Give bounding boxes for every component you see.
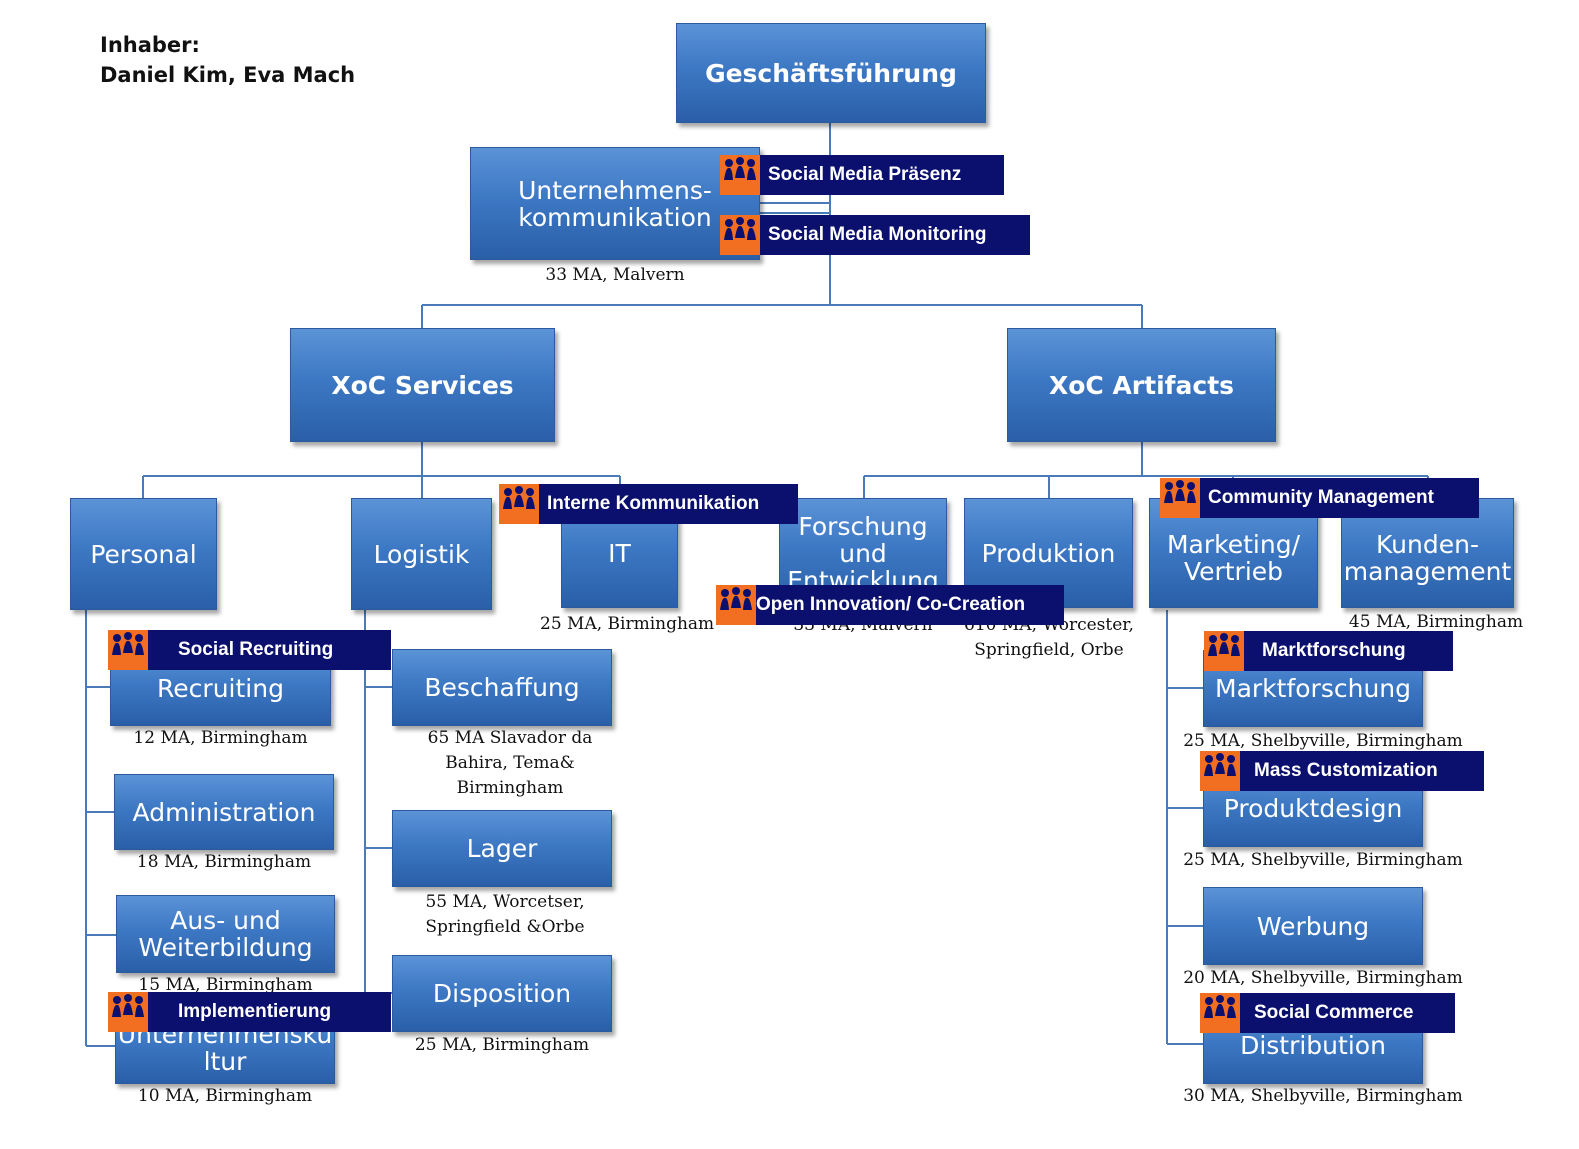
owner-label: Inhaber:: [100, 33, 200, 57]
box-xoc-artifacts-label: XoC Artifacts: [1048, 370, 1235, 400]
box-beschaffung[interactable]: Beschaffung: [392, 649, 612, 726]
box-unternehmenskommunikation-label: Unternehmens- kommunikation: [518, 175, 712, 232]
caption-disposition: 25 MA, Birmingham: [414, 1035, 590, 1055]
people-group-icon: [1200, 751, 1240, 791]
caption-unternehmenskultur: 10 MA, Birmingham: [137, 1086, 313, 1106]
people-group-icon: [720, 155, 760, 195]
people-group-icon: [108, 630, 148, 670]
caption-produktdesign: 25 MA, Shelbyville, Birmingham: [1183, 850, 1463, 870]
box-disposition[interactable]: Disposition: [392, 955, 612, 1032]
box-lager[interactable]: Lager: [392, 810, 612, 887]
caption-aus-weiterbildung: 15 MA, Birmingham: [138, 975, 313, 995]
caption-kundenmanagement: 45 MA, Birmingham: [1348, 612, 1524, 632]
box-lager-label: Lager: [466, 834, 538, 863]
tag-social-media-praesenz[interactable]: Social Media Präsenz: [720, 155, 1004, 195]
box-logistik-label: Logistik: [373, 539, 470, 569]
tag-marktforschung[interactable]: Marktforschung: [1204, 631, 1453, 671]
tag-marktforschung-label: Marktforschung: [1262, 640, 1406, 661]
caption-administration: 18 MA, Birmingham: [136, 852, 312, 872]
box-it-label: IT: [608, 538, 631, 568]
box-recruiting-label: Recruiting: [157, 673, 284, 703]
box-logistik[interactable]: Logistik: [351, 498, 492, 610]
box-xoc-services-label: XoC Services: [331, 370, 514, 400]
box-administration[interactable]: Administration: [114, 774, 334, 850]
tag-community-management[interactable]: Community Management: [1160, 478, 1479, 518]
caption-it: 25 MA, Birmingham: [540, 614, 715, 634]
box-werbung-label: Werbung: [1256, 911, 1370, 941]
tag-community-management-label: Community Management: [1208, 487, 1434, 508]
owner-names: Daniel Kim, Eva Mach: [100, 63, 356, 87]
box-werbung[interactable]: Werbung: [1203, 887, 1423, 965]
box-unternehmenskommunikation[interactable]: Unternehmens- kommunikation: [470, 147, 760, 260]
people-group-icon: [1200, 993, 1240, 1033]
caption-unternehmenskommunikation: 33 MA, Malvern: [545, 265, 685, 285]
caption-lager: 55 MA, Worcetser, Springfield &Orbe: [425, 892, 585, 937]
caption-beschaffung: 65 MA Slavador da Bahira, Tema& Birmingh…: [427, 728, 593, 798]
box-xoc-artifacts[interactable]: XoC Artifacts: [1007, 328, 1276, 442]
box-administration-label: Administration: [132, 797, 316, 827]
box-marketing-vertrieb-label: Marketing/ Vertrieb: [1166, 530, 1301, 586]
box-distribution-label: Distribution: [1240, 1030, 1386, 1060]
tag-open-innovation[interactable]: Open Innovation/ Co-Creation: [716, 585, 1064, 625]
box-geschaeftsfuehrung-label: Geschäftsführung: [705, 58, 957, 88]
caption-werbung: 20 MA, Shelbyville, Birmingham: [1183, 968, 1463, 988]
caption-distribution: 30 MA, Shelbyville, Birmingham: [1183, 1086, 1463, 1106]
people-group-icon: [720, 215, 760, 255]
owner-info: Inhaber: Daniel Kim, Eva Mach: [100, 30, 355, 90]
tag-implementierung-label: Implementierung: [178, 1001, 332, 1022]
box-aus-weiterbildung-label: Aus- und Weiterbildung: [138, 906, 313, 962]
box-produktdesign-label: Produktdesign: [1223, 794, 1403, 823]
caption-marktforschung: 25 MA, Shelbyville, Birmingham: [1183, 731, 1463, 751]
tag-social-recruiting[interactable]: Social Recruiting: [108, 630, 391, 670]
people-group-icon: [499, 484, 539, 524]
people-group-icon: [716, 585, 756, 625]
box-forschung-entwicklung-label: Forschung und Entwicklung: [787, 512, 939, 595]
tag-social-media-praesenz-label: Social Media Präsenz: [768, 164, 962, 185]
tag-social-media-monitoring-label: Social Media Monitoring: [768, 224, 987, 245]
box-kundenmanagement-label: Kunden- management: [1343, 530, 1512, 586]
box-geschaeftsfuehrung[interactable]: Geschäftsführung: [676, 23, 986, 123]
tag-mass-customization[interactable]: Mass Customization: [1200, 751, 1484, 791]
tag-open-innovation-label: Open Innovation/ Co-Creation: [756, 594, 1026, 615]
caption-recruiting: 12 MA, Birmingham: [133, 728, 308, 748]
box-xoc-services[interactable]: XoC Services: [290, 328, 555, 442]
people-group-icon: [108, 992, 148, 1032]
box-disposition-label: Disposition: [432, 979, 572, 1008]
box-marktforschung-label: Marktforschung: [1215, 674, 1411, 703]
tag-implementierung[interactable]: Implementierung: [108, 992, 391, 1032]
tag-social-commerce[interactable]: Social Commerce: [1200, 993, 1455, 1033]
box-beschaffung-label: Beschaffung: [424, 673, 580, 702]
people-group-icon: [1160, 478, 1200, 518]
box-personal-label: Personal: [90, 539, 197, 569]
box-produktion-label: Produktion: [981, 538, 1116, 568]
box-personal[interactable]: Personal: [70, 498, 217, 610]
tag-social-recruiting-label: Social Recruiting: [178, 639, 334, 660]
tag-social-media-monitoring[interactable]: Social Media Monitoring: [720, 215, 1030, 255]
tag-social-commerce-label: Social Commerce: [1254, 1002, 1414, 1023]
tag-mass-customization-label: Mass Customization: [1254, 760, 1438, 781]
tag-interne-kommunikation[interactable]: Interne Kommunikation: [499, 484, 798, 524]
people-group-icon: [1204, 631, 1244, 671]
box-aus-weiterbildung[interactable]: Aus- und Weiterbildung: [116, 895, 335, 973]
tag-interne-kommunikation-label: Interne Kommunikation: [547, 493, 760, 514]
